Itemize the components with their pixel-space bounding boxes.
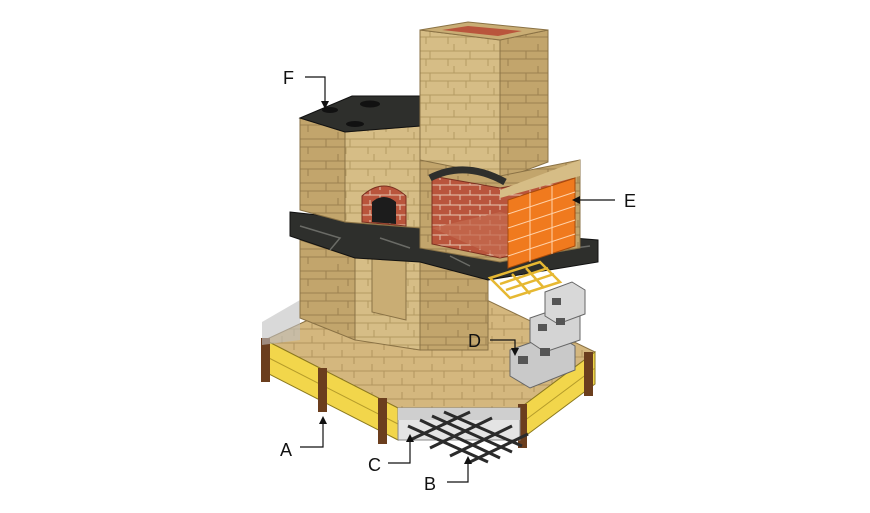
chimney	[419, 21, 549, 181]
callout-a: A	[280, 440, 292, 460]
concrete-blocks	[509, 281, 586, 389]
callout-f: F	[283, 68, 294, 88]
leader-lines	[300, 76, 615, 483]
formwork-post	[518, 404, 527, 448]
formwork-post	[261, 338, 270, 382]
callout-d: D	[468, 331, 481, 351]
grate	[487, 260, 563, 300]
callout-e: E	[624, 191, 636, 211]
formwork-post	[584, 352, 593, 396]
formwork-post	[318, 368, 327, 412]
oven-upper	[299, 117, 421, 229]
orange-brick-stack	[507, 177, 576, 269]
callout-b: B	[424, 474, 436, 494]
rebar-mesh	[407, 410, 529, 464]
formwork	[261, 338, 596, 448]
formwork-post	[378, 398, 387, 444]
callout-c: C	[368, 455, 381, 475]
oven-base-walls	[299, 239, 489, 351]
